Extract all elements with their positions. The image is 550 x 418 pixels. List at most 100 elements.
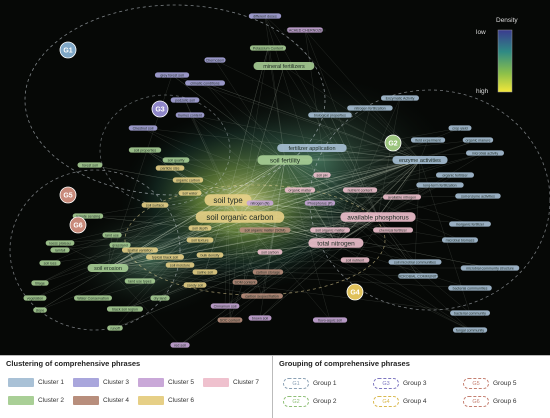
term-node-bubble bbox=[383, 194, 421, 200]
network-edge bbox=[154, 204, 337, 244]
network-edge bbox=[144, 149, 241, 218]
term-node: soil texture bbox=[186, 237, 214, 243]
term-node: SOM content bbox=[232, 279, 258, 285]
term-node: soil carbon bbox=[257, 249, 283, 255]
network-edge bbox=[227, 174, 456, 201]
term-node-bubble bbox=[109, 242, 131, 248]
term-node-bubble bbox=[277, 144, 347, 152]
term-node-bubble bbox=[239, 227, 291, 233]
term-node: total nitrogen bbox=[308, 238, 364, 248]
term-label: biological properties bbox=[314, 113, 346, 117]
term-node-bubble bbox=[455, 193, 501, 199]
term-node: mineral fertilizers bbox=[253, 62, 315, 70]
network-edge bbox=[377, 97, 401, 218]
cluster-label: Cluster 4 bbox=[103, 397, 130, 404]
network-edge bbox=[119, 159, 286, 246]
term-label: SOC content bbox=[220, 318, 241, 322]
network-edge bbox=[284, 127, 461, 161]
density-high-label: high bbox=[476, 88, 489, 95]
network-edge bbox=[39, 159, 421, 311]
term-label: soil loss bbox=[44, 261, 57, 265]
term-node: soil loss bbox=[39, 260, 61, 266]
term-node-bubble bbox=[178, 190, 202, 196]
network-edge bbox=[284, 159, 416, 263]
term-label: grassland bbox=[112, 243, 128, 247]
term-label: soil organic carbon bbox=[206, 213, 273, 222]
legend-area: Clustering of comprehensive phrases Clus… bbox=[0, 355, 550, 418]
network-edge bbox=[359, 159, 421, 191]
term-label: bacterial community bbox=[454, 311, 486, 315]
network-edge bbox=[321, 174, 379, 218]
network-edge bbox=[224, 159, 421, 307]
term-node: biological properties bbox=[308, 112, 352, 118]
term-node-bubble bbox=[373, 227, 413, 233]
term-label: soil pH bbox=[317, 173, 328, 177]
network-edge bbox=[171, 74, 286, 161]
group-badge-circle bbox=[384, 134, 402, 152]
term-node: grassland bbox=[109, 242, 131, 248]
network-edge bbox=[377, 216, 419, 277]
group-swatch: G3 bbox=[373, 378, 399, 389]
term-label: soil enzyme activities bbox=[461, 194, 495, 198]
network-edge bbox=[111, 159, 421, 236]
term-node-bubble bbox=[308, 238, 364, 248]
term-node: Chestnut soil bbox=[128, 125, 158, 131]
term-label: available nitrogen bbox=[388, 195, 416, 199]
term-node: red soil bbox=[170, 342, 190, 348]
group-label: Group 3 bbox=[403, 380, 427, 387]
network-edge bbox=[107, 179, 189, 269]
term-node-bubble bbox=[192, 269, 218, 275]
group-label: Group 6 bbox=[493, 398, 517, 405]
term-node: loess plateau bbox=[45, 240, 75, 246]
network-edge bbox=[227, 159, 421, 201]
network-edge bbox=[214, 59, 337, 244]
term-node-bubble bbox=[162, 157, 190, 163]
network-edge bbox=[239, 159, 421, 218]
network-edge bbox=[204, 216, 379, 273]
network-edge bbox=[329, 114, 379, 218]
term-label: sandy soil bbox=[187, 283, 203, 287]
network-edge bbox=[227, 196, 403, 201]
term-label: organic fertilizer bbox=[442, 173, 468, 177]
term-node-bubble bbox=[248, 315, 272, 321]
term-label: microbial activity bbox=[472, 151, 499, 155]
term-label: saline soil bbox=[197, 270, 213, 274]
cluster-label: Cluster 7 bbox=[233, 379, 260, 386]
term-node-bubble bbox=[77, 162, 103, 168]
network-edge bbox=[49, 216, 379, 264]
term-label: soil properties bbox=[134, 148, 157, 152]
network-edge bbox=[239, 216, 491, 269]
term-label: vegetation bbox=[27, 296, 44, 300]
cluster-label: Cluster 2 bbox=[38, 397, 65, 404]
term-node: vegetation bbox=[23, 295, 47, 301]
network-edge bbox=[114, 216, 379, 329]
network-edge bbox=[194, 242, 337, 286]
term-node-bubble bbox=[188, 225, 212, 231]
term-node: soil type bbox=[204, 194, 252, 206]
network-edge bbox=[189, 114, 421, 161]
network-edge bbox=[171, 74, 286, 161]
group-label: Group 2 bbox=[313, 398, 337, 405]
term-node-bubble bbox=[150, 295, 170, 301]
term-node: Water Conservation bbox=[74, 295, 112, 301]
term-label: runoff bbox=[110, 326, 119, 330]
network-edge bbox=[259, 216, 379, 319]
network-edge bbox=[107, 267, 181, 346]
term-label: bulk density bbox=[201, 253, 220, 257]
group-label: Group 5 bbox=[493, 380, 517, 387]
term-label: MICROBIAL COMMUNITY bbox=[397, 274, 440, 278]
cluster-legend-item: Cluster 3 bbox=[73, 378, 129, 387]
term-node: Phosphorus (P) bbox=[304, 200, 336, 206]
term-node: microbial activity bbox=[466, 150, 504, 156]
term-label: spatial variation bbox=[128, 248, 153, 252]
term-label: soil quality bbox=[168, 158, 185, 162]
term-label: nitrogen fertilization bbox=[354, 106, 385, 110]
term-label: different doses bbox=[253, 14, 277, 18]
network-edge bbox=[144, 149, 241, 218]
network-edge bbox=[335, 107, 371, 244]
term-label: soil water bbox=[182, 191, 198, 195]
network-edge bbox=[194, 242, 337, 286]
term-node: SOC content bbox=[217, 317, 243, 323]
